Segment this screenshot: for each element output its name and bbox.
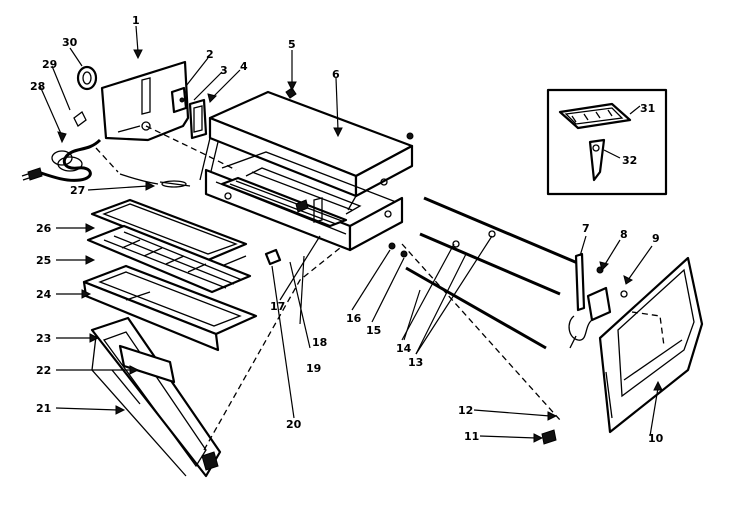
callout-12: 12 xyxy=(458,404,473,417)
inset-box xyxy=(546,88,668,196)
assembly-lines xyxy=(95,125,561,451)
callout-7: 7 xyxy=(582,222,590,235)
connector xyxy=(264,248,282,266)
callout-5: 5 xyxy=(288,38,296,51)
callout-4: 4 xyxy=(240,60,248,73)
callout-8: 8 xyxy=(620,228,628,241)
heating-element xyxy=(220,167,362,228)
callout-30: 30 xyxy=(62,36,78,49)
callout-18: 18 xyxy=(312,336,327,349)
callout-16: 16 xyxy=(346,312,362,325)
callout-2: 2 xyxy=(206,48,214,61)
callout-labels: 1 2 3 4 5 6 7 8 9 10 11 12 13 14 15 16 1… xyxy=(30,14,664,445)
rubber-foot xyxy=(541,429,557,445)
power-cord xyxy=(21,138,102,182)
screw xyxy=(285,87,297,99)
callout-26: 26 xyxy=(36,222,52,235)
control-knob xyxy=(76,65,98,91)
callout-24: 24 xyxy=(36,288,52,301)
callout-22: 22 xyxy=(36,364,51,377)
callout-19: 19 xyxy=(306,362,321,375)
callout-1: 1 xyxy=(132,14,140,27)
callout-13: 13 xyxy=(408,356,423,369)
cover-screw xyxy=(406,132,414,140)
callout-21: 21 xyxy=(36,402,51,415)
pins xyxy=(388,242,408,258)
callout-20: 20 xyxy=(286,418,302,431)
callout-9: 9 xyxy=(652,232,660,245)
callout-11: 11 xyxy=(464,430,479,443)
support-rods xyxy=(405,196,581,350)
callout-17: 17 xyxy=(270,300,285,313)
thermostat-bar xyxy=(574,252,586,312)
callout-28: 28 xyxy=(30,80,45,93)
oven-door xyxy=(90,316,222,478)
callout-29: 29 xyxy=(42,58,57,71)
callout-23: 23 xyxy=(36,332,51,345)
callout-6: 6 xyxy=(332,68,340,81)
element-terminal xyxy=(295,197,323,223)
heater-wire xyxy=(119,173,191,188)
callout-15: 15 xyxy=(366,324,381,337)
callout-25: 25 xyxy=(36,254,51,267)
left-side-panel xyxy=(100,60,190,142)
switch-assembly xyxy=(568,286,628,349)
clip xyxy=(73,111,87,127)
callout-31: 31 xyxy=(640,102,655,115)
callout-3: 3 xyxy=(220,64,228,77)
callout-10: 10 xyxy=(648,432,664,445)
baking-pan xyxy=(82,264,258,352)
switch-bracket xyxy=(170,86,208,140)
wire-rack xyxy=(86,224,252,294)
callout-27: 27 xyxy=(70,184,85,197)
top-cover xyxy=(199,90,414,211)
right-side-panel xyxy=(598,256,704,434)
callout-32: 32 xyxy=(622,154,637,167)
callout-14: 14 xyxy=(396,342,412,355)
leader-lines xyxy=(39,25,663,443)
